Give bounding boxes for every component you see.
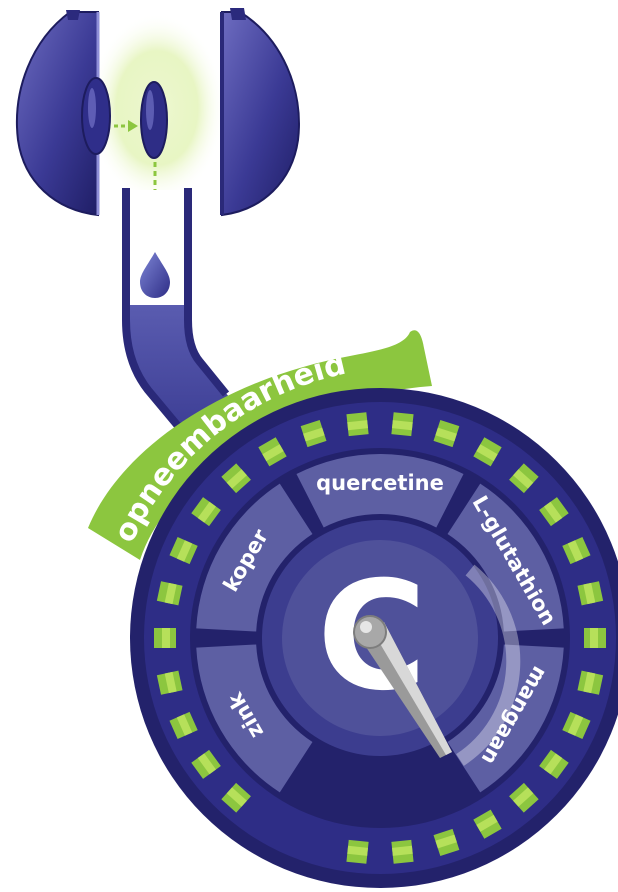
tick-mark [346, 840, 368, 864]
right-half-tab [230, 8, 246, 20]
left-tablet-shine [88, 88, 96, 128]
left-tablet [82, 78, 110, 154]
tick-mark [584, 628, 606, 648]
right-capsule-half [222, 12, 299, 215]
capsule-illustration [17, 8, 299, 218]
left-half-tab [66, 10, 80, 20]
tick-mark [391, 412, 413, 436]
center-pill [141, 82, 167, 158]
tick-mark [391, 840, 413, 864]
tick-mark [154, 628, 176, 648]
segment-label: quercetine [316, 471, 444, 495]
center-pill-shine [146, 90, 154, 130]
tick-mark [346, 412, 368, 436]
